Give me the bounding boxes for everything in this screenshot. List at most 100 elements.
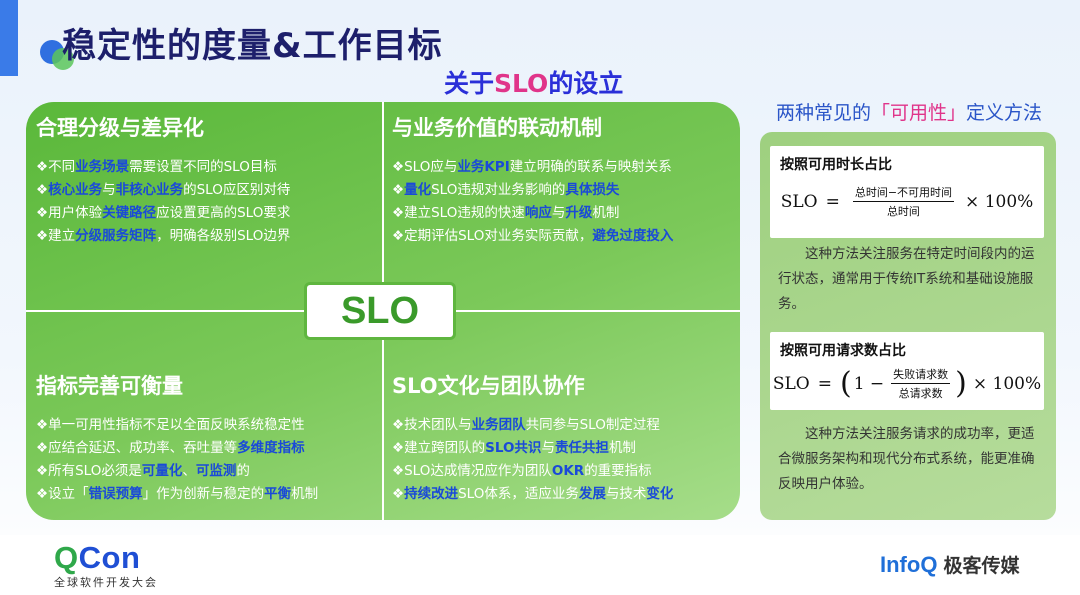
- formula-open-paren: (: [839, 365, 852, 401]
- qcon-q: Q: [54, 540, 79, 575]
- quadrant-bullet: ❖技术团队与业务团队共同参与SLO制定过程: [392, 414, 673, 437]
- highlight-term: 关键路径: [102, 205, 157, 221]
- highlight-term: 变化: [646, 486, 674, 502]
- formula-lhs: SLO: [772, 373, 810, 394]
- bullet-text: 、: [182, 463, 196, 479]
- formula-one-minus: 1 −: [853, 373, 885, 394]
- bullet-text: ❖单一可用性指标不足以全面反映系统稳定性: [36, 417, 305, 433]
- bullet-text: 机制: [291, 486, 319, 502]
- formula-times: × 100%: [965, 191, 1034, 212]
- quadrant-heading: 指标完善可衡量: [36, 374, 183, 398]
- quadrant-bullet: ❖单一可用性指标不足以全面反映系统稳定性: [36, 414, 318, 437]
- bullet-text: ❖建立SLO违规的快速: [392, 205, 525, 221]
- method-title: 按照可用时长占比: [780, 157, 892, 173]
- availability-methods-panel: 按照可用时长占比 SLO = 总时间−不可用时间 总时间 × 100% 这种方法…: [760, 132, 1056, 520]
- footer: [0, 535, 1080, 595]
- bullet-text: ❖: [392, 182, 405, 198]
- qcon-logo: QCon 全球软件开发大会: [54, 540, 158, 590]
- bullet-text: ❖设立「: [36, 486, 89, 502]
- highlight-term: 业务团队: [471, 417, 526, 433]
- highlight-term: SLO共识: [485, 440, 542, 456]
- highlight-term: 升级: [565, 205, 593, 221]
- quadrant-grading: 合理分级与差异化 ❖不同业务场景需要设置不同的SLO目标❖核心业务与非核心业务的…: [36, 112, 290, 248]
- qcon-subtitle: 全球软件开发大会: [54, 576, 158, 589]
- highlight-term: 业务KPI: [457, 159, 510, 175]
- title-pre: 两种常见的: [776, 102, 872, 124]
- qcon-rest: Con: [78, 540, 141, 575]
- bullet-text: 需要设置不同的SLO目标: [129, 159, 277, 175]
- highlight-term: 可监测: [195, 463, 237, 479]
- slo-center-label: SLO: [304, 282, 456, 340]
- quadrant-bullet: ❖核心业务与非核心业务的SLO应区别对待: [36, 179, 290, 202]
- qcon-wordmark: QCon: [54, 540, 158, 576]
- highlight-term: 持续改进: [404, 486, 459, 502]
- bullet-text: ❖不同: [36, 159, 76, 175]
- method-title: 按照可用请求数占比: [780, 343, 906, 359]
- quadrant-bullet: ❖定期评估SLO对业务实际贡献，避免过度投入: [392, 225, 673, 248]
- bullet-text: 建立明确的联系与映射关系: [509, 159, 672, 175]
- bullet-text: 的重要指标: [584, 463, 652, 479]
- decorative-dots: [40, 38, 76, 74]
- bullet-text: ❖技术团队与: [392, 417, 472, 433]
- highlight-term: 可量化: [141, 463, 183, 479]
- highlight-term: OKR: [551, 463, 585, 479]
- quadrant-culture-collaboration: SLO文化与团队协作 ❖技术团队与业务团队共同参与SLO制定过程❖建立跨团队的S…: [392, 370, 673, 506]
- infoq-wordmark: InfoQ: [880, 551, 938, 577]
- formula-equals: =: [817, 373, 832, 394]
- formula-times: × 100%: [972, 373, 1042, 394]
- highlight-term: 非核心业务: [115, 182, 184, 198]
- formula-equals: =: [825, 191, 840, 212]
- request-availability-formula: SLO = ( 1 − 失败请求数 总请求数 ) × 100%: [773, 365, 1041, 401]
- bullet-text: ❖用户体验: [36, 205, 103, 221]
- formula-close-paren: ): [955, 365, 967, 401]
- bullet-text: 」作为创新与稳定的: [142, 486, 265, 502]
- highlight-term: 业务场景: [75, 159, 130, 175]
- highlight-term: 响应: [524, 205, 552, 221]
- highlight-term: 多维度指标: [237, 440, 305, 456]
- quadrant-bullet: ❖用户体验关键路径应设置更高的SLO要求: [36, 202, 290, 225]
- highlight-term: 发展: [578, 486, 606, 502]
- bullet-text: 与: [541, 440, 555, 456]
- quadrant-list: ❖单一可用性指标不足以全面反映系统稳定性 ❖应结合延迟、成功率、吞吐量等多维度指标…: [36, 414, 318, 506]
- time-availability-formula: SLO = 总时间−不可用时间 总时间 × 100%: [780, 184, 1034, 219]
- highlight-term: 具体损失: [565, 182, 620, 198]
- method-description: 这种方法关注服务在特定时间段内的运行状态，通常用于传统IT系统和基础设施服务。: [778, 246, 1035, 312]
- bullet-text: ❖SLO应与: [392, 159, 458, 175]
- quadrant-heading: 与业务价值的联动机制: [392, 116, 602, 140]
- bullet-text: ❖建立: [36, 228, 76, 244]
- bullet-text: 应设置更高的SLO要求: [156, 205, 291, 221]
- highlight-term: 核心业务: [48, 182, 103, 198]
- formula-numerator: 总时间−不可用时间: [852, 184, 955, 202]
- bullet-text: 机制: [592, 205, 620, 221]
- highlight-term: 避免过度投入: [592, 228, 674, 244]
- quadrant-bullet: ❖设立「错误预算」作为创新与稳定的平衡机制: [36, 483, 318, 506]
- quadrant-bullet: ❖建立SLO违规的快速响应与升级机制: [392, 202, 673, 225]
- highlight-term: 量化: [404, 182, 432, 198]
- bullet-text: 机制: [608, 440, 636, 456]
- quadrant-business-linkage: 与业务价值的联动机制 ❖SLO应与业务KPI建立明确的联系与映射关系 ❖量化SLO…: [392, 112, 673, 248]
- bullet-text: ❖: [36, 182, 49, 198]
- highlight-term: 平衡: [264, 486, 292, 502]
- bullet-text: ❖SLO达成情况应作为团队: [392, 463, 552, 479]
- quadrant-bullet: ❖SLO达成情况应作为团队OKR的重要指标: [392, 460, 673, 483]
- quadrant-bullet: ❖应结合延迟、成功率、吞吐量等多维度指标: [36, 437, 318, 460]
- method-card-request: 按照可用请求数占比 SLO = ( 1 − 失败请求数 总请求数 ) × 100…: [770, 332, 1044, 410]
- highlight-term: 分级服务矩阵: [75, 228, 157, 244]
- quadrant-bullet: ❖量化SLO违规对业务影响的具体损失: [392, 179, 673, 202]
- bullet-text: ，明确各级别SLO边界: [156, 228, 291, 244]
- subtitle-post: 的设立: [548, 69, 624, 98]
- bullet-text: 与技术: [605, 486, 647, 502]
- formula-lhs: SLO: [780, 191, 818, 212]
- quadrant-heading: 合理分级与差异化: [36, 116, 204, 140]
- formula-fraction: 总时间−不可用时间 总时间: [852, 184, 955, 219]
- left-accent-bar: [0, 0, 18, 76]
- bullet-text: 的: [236, 463, 250, 479]
- bullet-text: ❖所有SLO必须是: [36, 463, 142, 479]
- bullet-text: ❖应结合延迟、成功率、吞吐量等: [36, 440, 238, 456]
- quadrant-bullet: ❖所有SLO必须是可量化、可监测的: [36, 460, 318, 483]
- quadrant-bullet: ❖持续改进SLO体系，适应业务发展与技术变化: [392, 483, 673, 506]
- formula-denominator: 总时间: [886, 205, 920, 218]
- bullet-text: SLO体系，适应业务: [458, 486, 579, 502]
- bullet-text: 的SLO应区别对待: [183, 182, 291, 198]
- highlight-term: 责任共担: [554, 440, 609, 456]
